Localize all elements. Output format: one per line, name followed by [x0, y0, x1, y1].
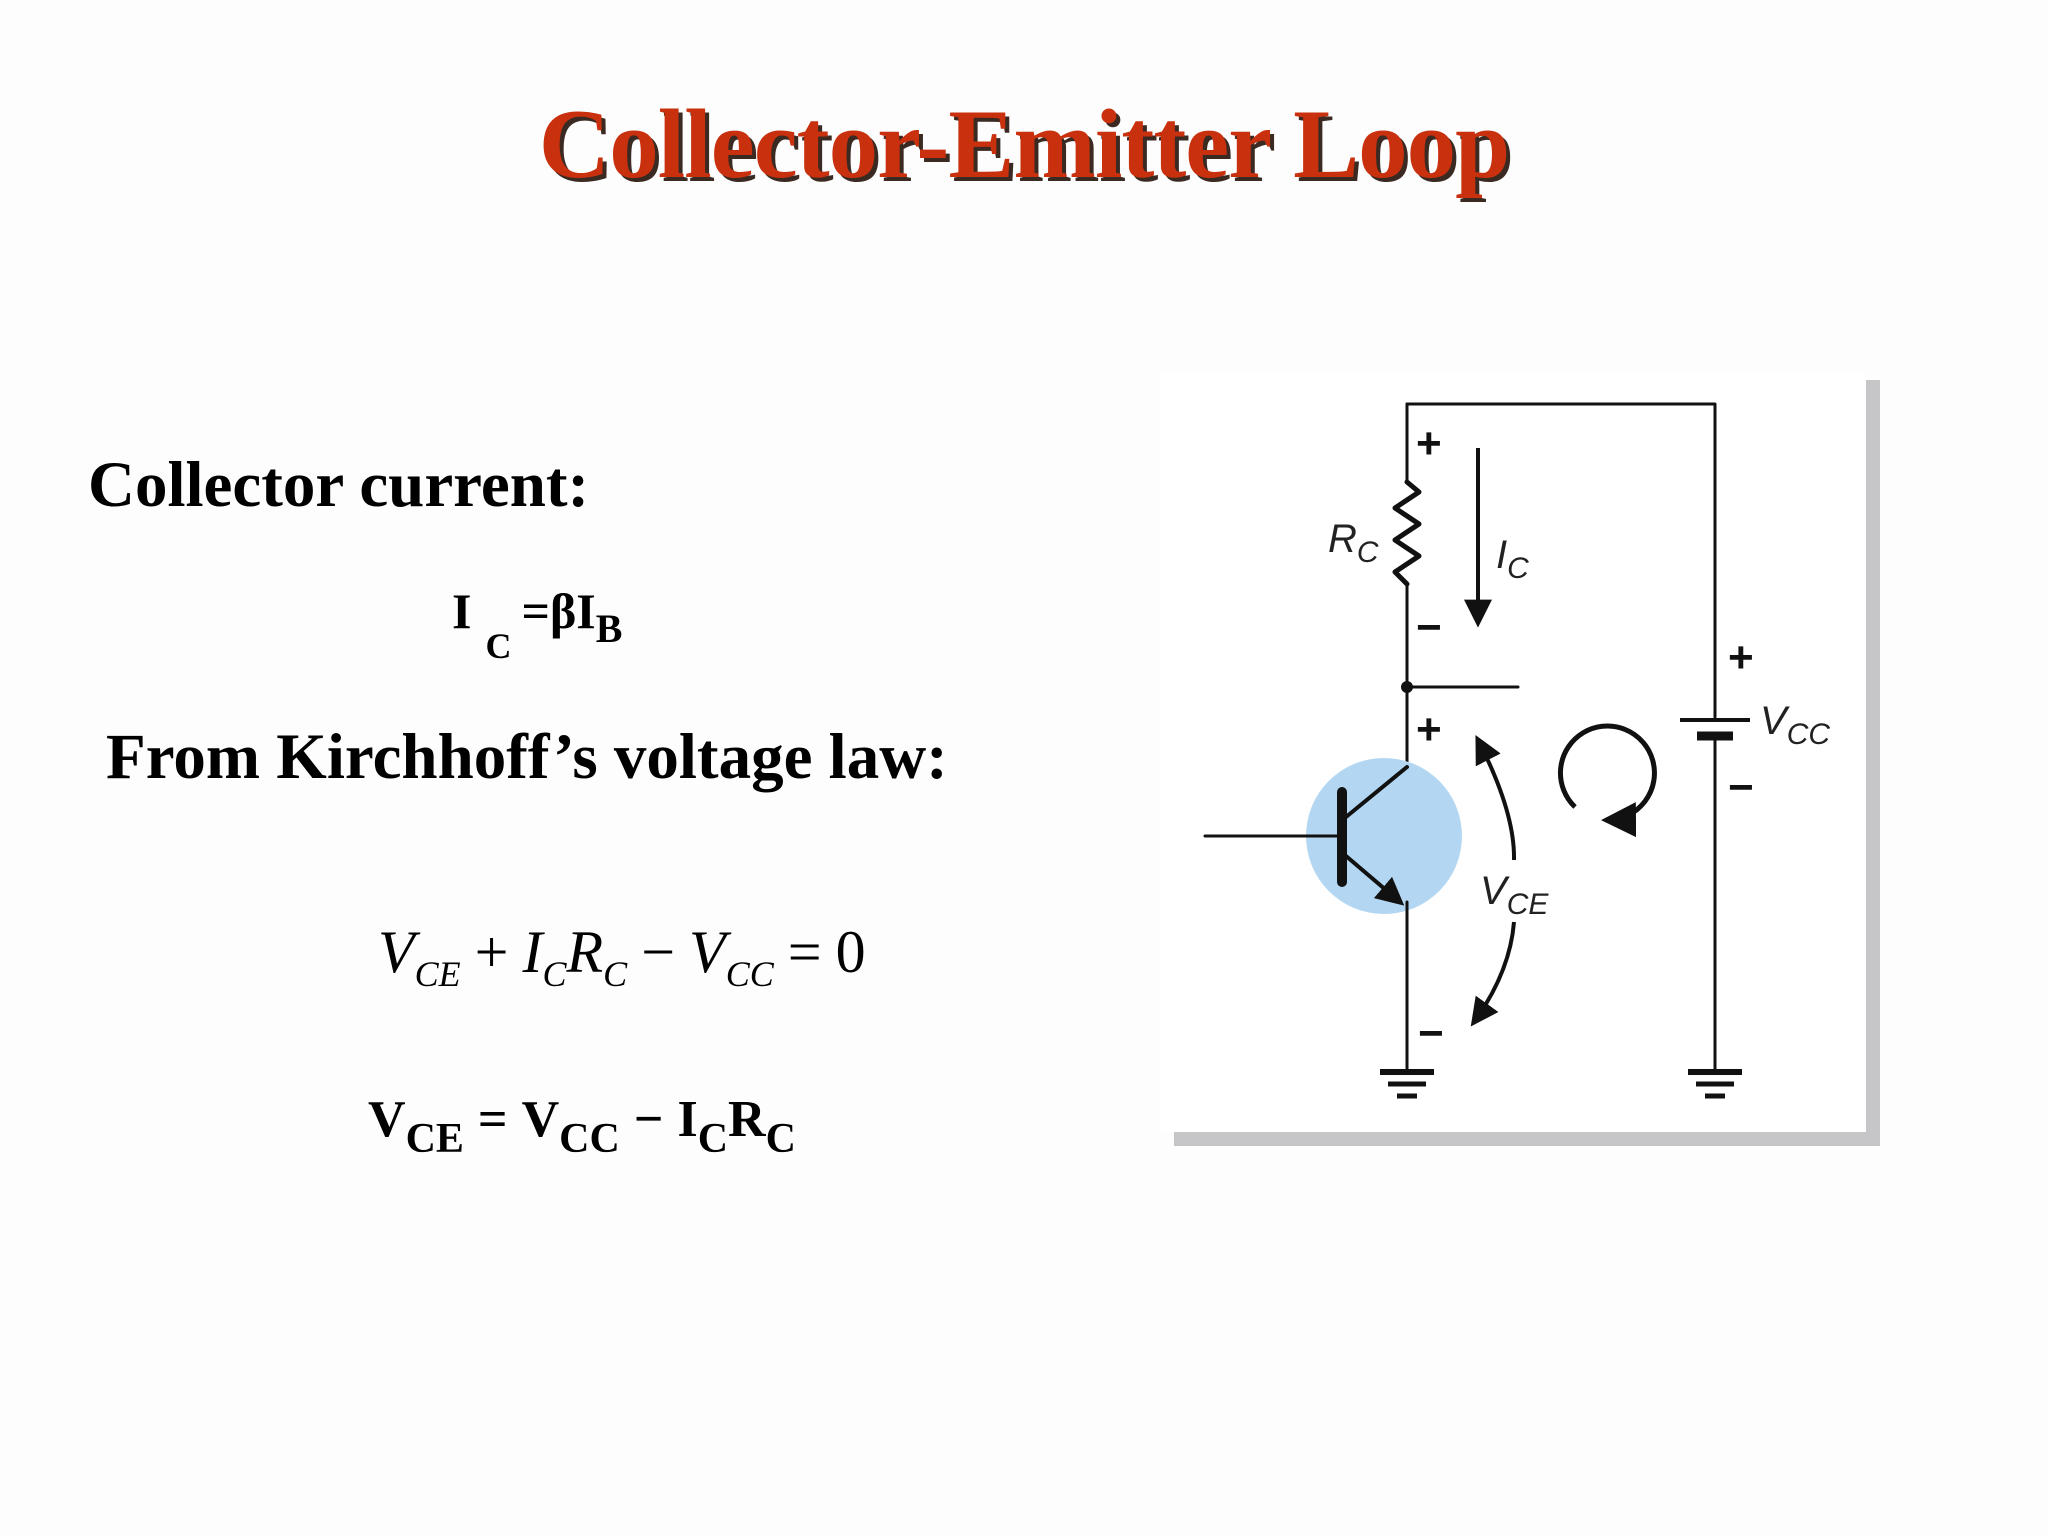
kvl-term-rc-sub: C: [603, 954, 628, 994]
vce-term-vce-sub: CE: [405, 1116, 464, 1162]
collector-current-heading: Collector current:: [88, 449, 590, 521]
eq-ic-rhs-sub: B: [595, 606, 623, 651]
collector-current-equation: IC=βIB: [452, 582, 622, 666]
vce-equation: VCE=VCC−ICRC: [368, 1090, 796, 1163]
slide-title: Collector-Emitter Loop: [538, 90, 1510, 199]
junction-dot: [1401, 681, 1413, 693]
kvl-term-rc: R: [566, 919, 604, 985]
kvl-term-ic: I: [522, 919, 543, 985]
vce-term-rc: R: [728, 1091, 766, 1148]
eq-ic-rhs: =βI: [521, 583, 596, 639]
vcc-label: VCC: [1760, 699, 1830, 751]
panel-background: [1160, 372, 1866, 1132]
kvl-term-vcc: V: [689, 919, 726, 985]
top-wire: [1405, 402, 1717, 719]
vcc-plus-sign: +: [1728, 633, 1754, 682]
kirchhoff-heading: From Kirchhoff’s voltage law:: [106, 721, 948, 793]
vce-arrow-upper: [1475, 735, 1517, 861]
vce-term-ic-sub: C: [697, 1116, 729, 1162]
loop-direction-arrow: [1557, 723, 1657, 838]
kvl-op-minus: −: [641, 919, 676, 985]
vce-term-ic: I: [677, 1091, 698, 1148]
transistor-collector-lead: [1344, 765, 1409, 819]
ground-right: [1688, 1069, 1742, 1099]
kvl-term-vcc-sub: CC: [725, 954, 774, 994]
vce-op-minus: −: [633, 1091, 664, 1148]
vce-term-rc-sub: C: [765, 1116, 796, 1162]
ic-label: IC: [1496, 533, 1529, 585]
kvl-op-plus: +: [474, 919, 509, 985]
vce-op-equals: =: [477, 1091, 508, 1148]
circuit-diagram: RC IC VCC VCE + − + − + −: [1160, 372, 1880, 1146]
rc-label: RC: [1328, 517, 1379, 569]
kvl-term-vce-sub: CE: [414, 954, 461, 994]
vce-plus-sign: +: [1416, 705, 1442, 754]
vce-term-vcc: V: [521, 1091, 560, 1148]
kvl-term-zero: 0: [835, 919, 866, 985]
vce-minus-sign: −: [1418, 1009, 1444, 1058]
kvl-equation: VCE+ICRC−VCC=0: [378, 918, 866, 995]
vce-label: VCE: [1480, 869, 1549, 921]
vce-term-vcc-sub: CC: [559, 1116, 620, 1162]
rc-resistor-zigzag: [1392, 479, 1422, 587]
kvl-term-ic-sub: C: [542, 954, 567, 994]
vce-term-vce: V: [368, 1091, 406, 1148]
ground-left: [1380, 1069, 1434, 1099]
vcc-minus-sign: −: [1728, 763, 1754, 812]
eq-ic-lhs-sub: C: [485, 626, 512, 666]
rc-minus-sign: −: [1416, 603, 1442, 652]
transistor-emitter-arrow: [1344, 854, 1405, 906]
eq-ic-lhs: I: [452, 583, 472, 639]
kvl-term-vce: V: [378, 919, 415, 985]
kvl-op-equals: =: [787, 919, 822, 985]
vce-arrow-lower: [1470, 921, 1516, 1027]
rc-plus-sign: +: [1416, 419, 1442, 468]
